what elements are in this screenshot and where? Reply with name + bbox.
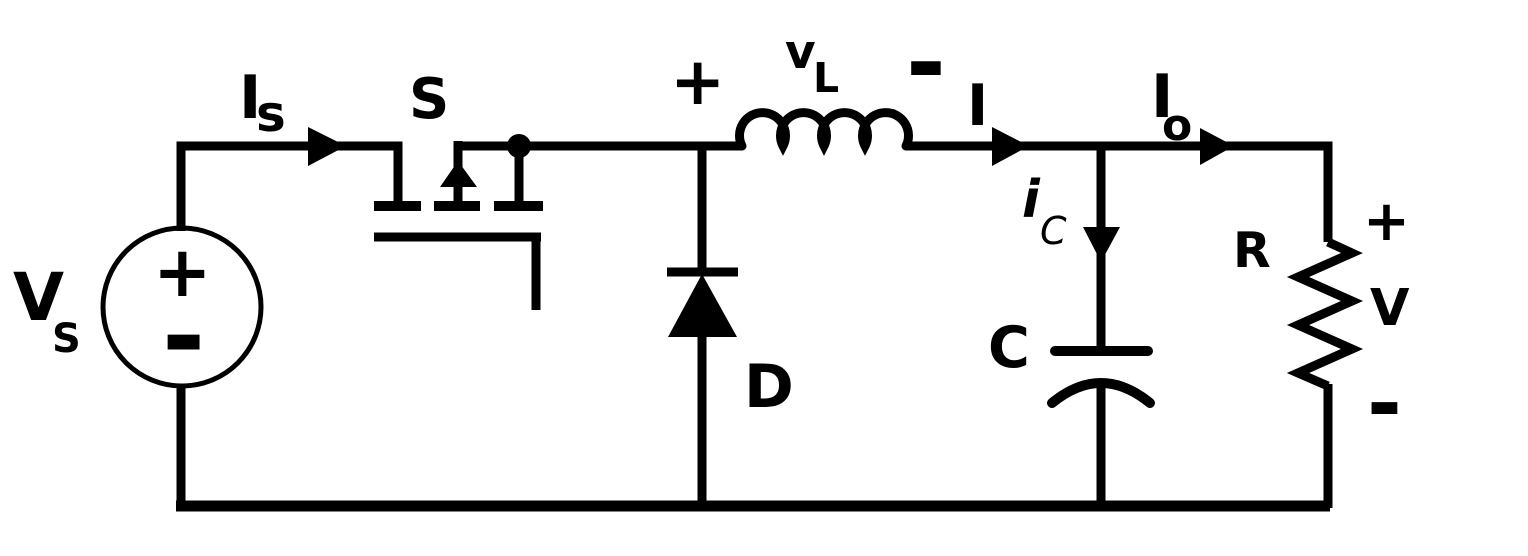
source-current-sub: s	[256, 85, 286, 143]
source-current-arrow-icon	[308, 127, 346, 166]
diode-triangle	[668, 274, 737, 337]
inductor-voltage-sub: L	[813, 54, 839, 102]
wire-source-to-switch-drain	[176, 141, 403, 231]
inductor-voltage-label: v	[785, 25, 816, 80]
load-plus-sign: +	[1363, 189, 1410, 254]
source-current-label: I	[239, 63, 261, 133]
output-current-arrow-icon	[1200, 128, 1234, 165]
junction-dot	[507, 134, 531, 158]
capacitor-current-sub: C	[1040, 209, 1067, 253]
switch-label: S	[409, 67, 449, 132]
load-voltage-label: V	[1370, 279, 1410, 338]
resistor-zigzag	[1286, 237, 1364, 391]
capacitor-current-arrow-icon	[1083, 227, 1120, 262]
output-current-label: I	[1151, 62, 1173, 132]
inductor-minus-sign: -	[906, 7, 946, 119]
capacitor-current-label: i	[1022, 170, 1041, 230]
mosfet-body-arrow-icon	[440, 161, 477, 187]
source-voltage-sub: S	[52, 316, 81, 362]
capacitor-label: C	[988, 315, 1030, 381]
inductor-plus-sign: +	[670, 43, 725, 120]
inductor-current-label: I	[967, 73, 988, 139]
source-voltage-label: V	[13, 259, 64, 336]
resistor-label: R	[1233, 222, 1271, 279]
inductor-current-arrow-icon	[992, 127, 1029, 166]
output-current-sub: o	[1162, 100, 1192, 151]
source-circle	[100, 225, 264, 389]
source-plus-sign: +	[153, 231, 212, 313]
wire-inductor-to-load	[906, 141, 1333, 242]
load-minus-sign: -	[1367, 354, 1402, 452]
diode-label: D	[744, 352, 794, 422]
source-minus-sign: -	[162, 275, 205, 397]
inductor-coil	[735, 108, 913, 156]
capacitor-plate-curved	[1047, 378, 1155, 408]
